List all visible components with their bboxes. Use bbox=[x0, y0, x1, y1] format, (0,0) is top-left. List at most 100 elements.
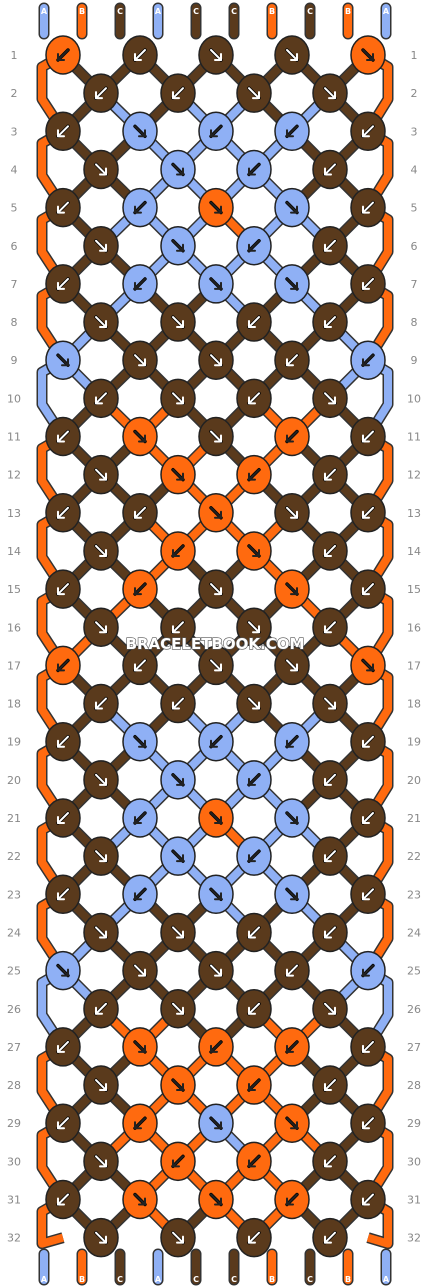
arrow-down-left-icon bbox=[247, 239, 261, 253]
row-label-left: 30 bbox=[7, 1155, 21, 1168]
knot bbox=[198, 1027, 234, 1067]
arrow-down-left-icon bbox=[56, 48, 70, 62]
row-label-right: 22 bbox=[407, 850, 421, 863]
arrow-down-right-icon bbox=[285, 811, 299, 825]
arrow-down-left-icon bbox=[56, 1116, 70, 1130]
arrow-down-right-icon bbox=[171, 773, 185, 787]
arrow-down-left-icon bbox=[361, 429, 375, 444]
knot bbox=[83, 73, 119, 113]
arrow-down-right-icon bbox=[285, 48, 299, 62]
arrow-down-left-icon bbox=[133, 48, 147, 62]
arrow-down-right-icon bbox=[171, 162, 185, 177]
arrow-down-left-icon bbox=[323, 620, 337, 634]
knot bbox=[160, 454, 196, 495]
arrow-down-right-icon bbox=[171, 391, 185, 406]
knot bbox=[236, 1217, 272, 1258]
arrow-down-left-icon bbox=[285, 429, 299, 444]
knot bbox=[236, 683, 272, 724]
knot bbox=[274, 569, 310, 609]
arrow-down-right-icon bbox=[171, 1078, 185, 1092]
arrow-down-left-icon bbox=[247, 467, 261, 482]
arrow-down-right-icon bbox=[209, 1116, 223, 1130]
string-end-bottom: B bbox=[76, 1248, 88, 1286]
knot bbox=[236, 73, 272, 113]
arrow-down-left-icon bbox=[247, 925, 261, 940]
string-letter: B bbox=[269, 1275, 275, 1284]
knot bbox=[236, 149, 272, 190]
string-letter: B bbox=[345, 7, 351, 16]
row-label-right: 10 bbox=[407, 392, 421, 405]
knot bbox=[198, 416, 234, 457]
row-label-left: 7 bbox=[11, 278, 18, 291]
arrow-down-left-icon bbox=[56, 658, 70, 673]
row-label-right: 29 bbox=[407, 1117, 421, 1130]
arrow-down-left-icon bbox=[171, 620, 185, 634]
arrow-down-left-icon bbox=[323, 162, 337, 177]
arrow-down-left-icon bbox=[247, 849, 261, 863]
string-letter: C bbox=[117, 1275, 123, 1284]
arrow-down-right-icon bbox=[94, 773, 108, 787]
arrow-down-right-icon bbox=[361, 48, 375, 62]
row-label-left: 5 bbox=[11, 202, 18, 215]
arrow-down-left-icon bbox=[133, 582, 147, 596]
row-label-left: 13 bbox=[7, 507, 21, 520]
row-label-left: 22 bbox=[7, 850, 21, 863]
arrow-down-left-icon bbox=[323, 467, 337, 482]
string-end-top: B bbox=[342, 2, 354, 40]
knot bbox=[83, 760, 119, 800]
row-label-left: 8 bbox=[11, 316, 18, 329]
arrow-down-left-icon bbox=[361, 1116, 375, 1130]
row-label-left: 14 bbox=[7, 545, 21, 558]
knot bbox=[198, 111, 234, 152]
knot bbox=[236, 226, 272, 266]
row-label-right: 28 bbox=[407, 1079, 421, 1092]
knot bbox=[350, 264, 386, 304]
arrow-down-left-icon bbox=[133, 658, 147, 673]
arrow-down-left-icon bbox=[133, 887, 147, 901]
arrow-down-left-icon bbox=[323, 1230, 337, 1245]
knot bbox=[236, 1141, 272, 1182]
row-label-right: 32 bbox=[407, 1232, 421, 1245]
arrow-down-right-icon bbox=[209, 200, 223, 215]
row-label-left: 29 bbox=[7, 1117, 21, 1130]
knot bbox=[198, 1179, 234, 1220]
arrow-down-left-icon bbox=[361, 887, 375, 901]
knot bbox=[45, 721, 81, 762]
row-label-right: 17 bbox=[407, 659, 421, 672]
arrow-down-right-icon bbox=[94, 620, 108, 634]
arrow-down-left-icon bbox=[247, 1002, 261, 1016]
string-end-top: A bbox=[38, 2, 50, 40]
knot bbox=[83, 1217, 119, 1258]
arrow-down-right-icon bbox=[361, 658, 375, 673]
row-label-left: 11 bbox=[7, 431, 21, 444]
knot bbox=[274, 416, 310, 457]
knot bbox=[45, 35, 81, 75]
knot bbox=[122, 874, 158, 915]
arrow-down-right-icon bbox=[209, 811, 223, 825]
knot bbox=[350, 340, 386, 380]
string-end-top: B bbox=[76, 2, 88, 40]
knot bbox=[45, 1027, 81, 1067]
string-letter: C bbox=[193, 7, 199, 16]
string-end-top: C bbox=[190, 2, 202, 40]
arrow-down-left-icon bbox=[133, 277, 147, 291]
knot bbox=[122, 416, 158, 457]
arrow-down-right-icon bbox=[94, 315, 108, 329]
string-letter: C bbox=[193, 1275, 199, 1284]
arrow-down-left-icon bbox=[361, 1192, 375, 1207]
arrow-down-left-icon bbox=[361, 506, 375, 520]
row-label-left: 26 bbox=[7, 1003, 21, 1016]
row-label-right: 18 bbox=[407, 698, 421, 711]
arrow-down-right-icon bbox=[247, 86, 261, 100]
knot bbox=[312, 73, 348, 113]
knot bbox=[160, 73, 196, 113]
arrow-down-right-icon bbox=[94, 239, 108, 253]
arrow-down-right-icon bbox=[94, 1154, 108, 1169]
knot bbox=[274, 1179, 310, 1220]
knot bbox=[274, 1027, 310, 1067]
arrow-down-right-icon bbox=[285, 658, 299, 673]
row-label-left: 6 bbox=[11, 240, 18, 253]
knot bbox=[274, 798, 310, 838]
arrow-down-right-icon bbox=[171, 467, 185, 482]
